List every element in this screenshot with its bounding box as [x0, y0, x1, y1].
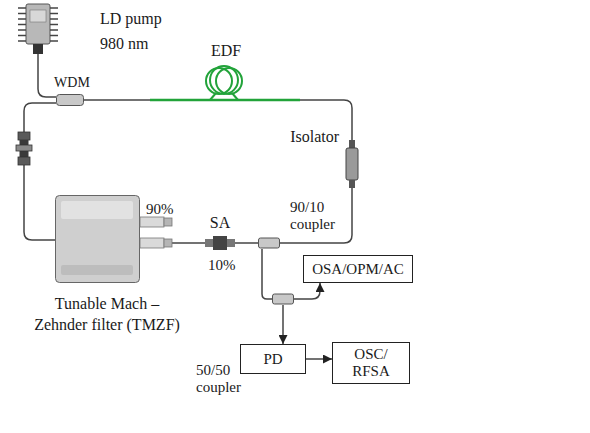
component-label: 90/10 coupler [290, 199, 346, 233]
fiber-coupler: 90/10 coupler [258, 237, 280, 249]
fiber-link [38, 60, 56, 97]
optical-isolator: Isolator [345, 140, 359, 188]
fiber-link [84, 99, 150, 101]
split-ratio-label: 10% [208, 256, 236, 274]
box-label: PD [263, 351, 282, 368]
component-label: EDF [206, 42, 246, 60]
component-label: LD pump 980 nm [100, 6, 178, 56]
box-label: OSA/OPM/AC [312, 261, 404, 278]
wdm-icon [56, 93, 84, 107]
wdm-coupler: WDM [56, 93, 84, 107]
box-label: OSC/ RFSA [347, 346, 395, 380]
fiber-link [235, 242, 258, 244]
edf-icon [150, 62, 300, 102]
fiber-link [306, 358, 332, 360]
component-label: Isolator [283, 128, 339, 146]
fiber-link [262, 249, 272, 299]
connector-ferrule [18, 157, 30, 165]
fiber-link [172, 242, 205, 244]
connector-flange [16, 145, 32, 151]
fiber-coupler: 50/50 coupler [272, 293, 294, 305]
instrument-box: OSA/OPM/AC [303, 255, 413, 283]
fiber-link [280, 188, 352, 243]
component-label: SA [205, 214, 235, 232]
fiber-link [24, 103, 56, 240]
saturable-absorber: SA [205, 236, 235, 250]
photodetector-box: PD [240, 344, 306, 374]
component-label: Tunable Mach – Zehnder filter (TMZF) [27, 293, 187, 335]
split-ratio-label: 90% [146, 200, 174, 218]
connector-ferrule [18, 132, 30, 140]
instrument-box: OSC/ RFSA [332, 342, 410, 384]
cpl-icon [258, 237, 280, 249]
iso-icon [345, 140, 359, 188]
component-label: WDM [52, 74, 92, 91]
cpl-icon [272, 293, 294, 305]
ld-icon [18, 2, 58, 60]
erbium-doped-fiber: EDF [150, 62, 300, 102]
sa-icon [205, 236, 235, 250]
fiber-link [282, 305, 284, 344]
laser-diode: LD pump 980 nm [18, 2, 58, 60]
fiber-link [294, 283, 320, 299]
